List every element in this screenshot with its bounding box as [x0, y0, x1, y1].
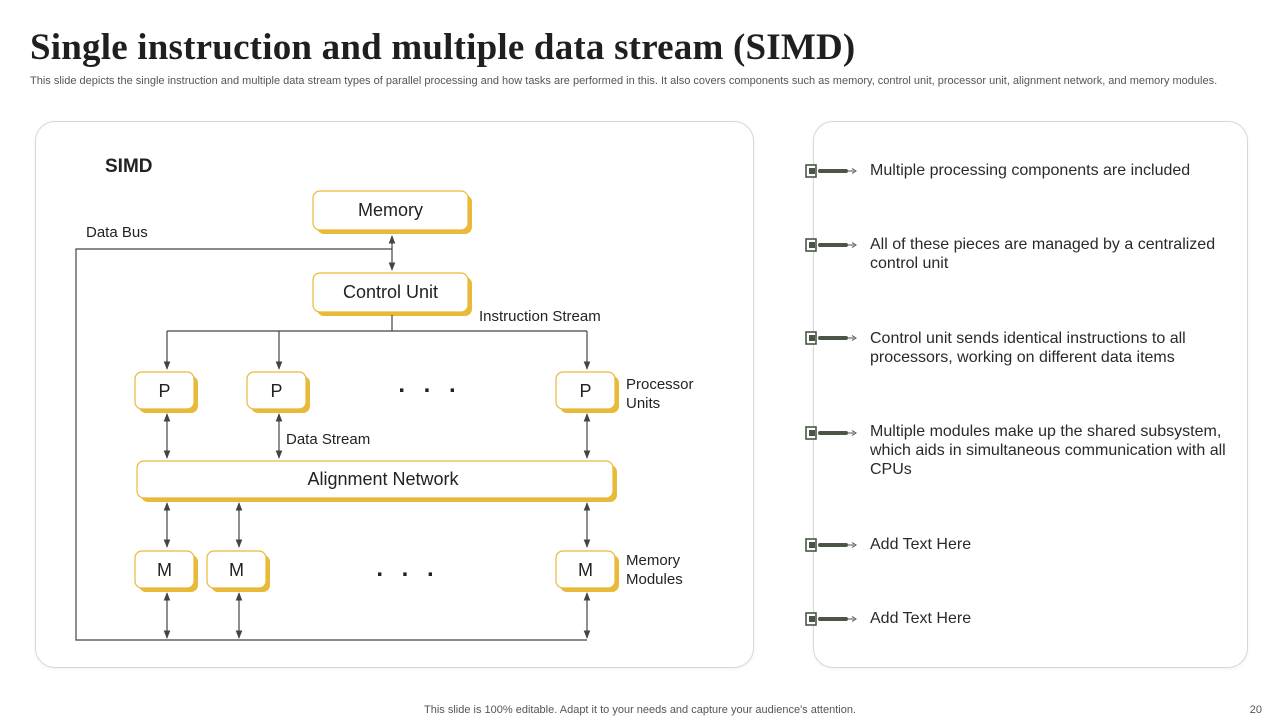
- alignment-network-box: Alignment Network: [136, 460, 617, 502]
- processor-label-1: P: [158, 381, 170, 401]
- processor-units-label-line1: Processor: [626, 376, 694, 393]
- page-number: 20: [1249, 704, 1262, 716]
- arrow-bullet-icon: [805, 538, 857, 552]
- data-stream-label: Data Stream: [286, 431, 370, 448]
- memory-module-label-2: M: [229, 560, 244, 580]
- bullet-text-4: Multiple modules make up the shared subs…: [870, 423, 1226, 478]
- diagram-heading: SIMD: [105, 156, 153, 177]
- arrow-bullet-icon: [805, 426, 857, 440]
- memory-module-box-3: M: [555, 550, 619, 592]
- processor-label-3: P: [579, 381, 591, 401]
- arrow-bullet-icon: [805, 612, 857, 626]
- arrow-bullet-icon: [805, 164, 857, 178]
- control-unit-box: Control Unit: [312, 272, 472, 316]
- bullet-text-3: Control unit sends identical instruction…: [870, 330, 1186, 366]
- memory-module-box-1: M: [134, 550, 198, 592]
- control-unit-label: Control Unit: [343, 282, 438, 302]
- instruction-stream-label: Instruction Stream: [479, 308, 601, 325]
- bullet-text-2: All of these pieces are managed by a cen…: [870, 236, 1216, 272]
- data-bus-line: [75, 248, 587, 641]
- bullet-text-6: Add Text Here: [870, 610, 972, 627]
- processor-label-2: P: [270, 381, 282, 401]
- data-bus-label: Data Bus: [86, 224, 148, 241]
- arrow-bullet-icon: [805, 331, 857, 345]
- processor-units-label-line2: Units: [626, 395, 660, 412]
- memory-box: Memory: [312, 190, 472, 234]
- bullets-panel: [813, 121, 1248, 668]
- slide-subtitle: This slide depicts the single instructio…: [30, 75, 1218, 87]
- processor-box-2: P: [246, 371, 310, 413]
- processor-ellipsis: . . .: [398, 371, 461, 398]
- slide-title: Single instruction and multiple data str…: [30, 27, 856, 68]
- arrow-bullet-icon: [805, 238, 857, 252]
- memory-modules-label-line1: Memory: [626, 552, 681, 569]
- processor-box-1: P: [134, 371, 198, 413]
- processor-box-3: P: [555, 371, 619, 413]
- memory-module-box-2: M: [206, 550, 270, 592]
- memory-module-ellipsis: . . .: [376, 555, 439, 582]
- memory-label: Memory: [358, 200, 423, 220]
- bullet-text-5: Add Text Here: [870, 536, 972, 553]
- alignment-network-label: Alignment Network: [307, 469, 459, 489]
- slide-footer: This slide is 100% editable. Adapt it to…: [424, 704, 856, 716]
- memory-module-label-3: M: [578, 560, 593, 580]
- memory-module-label-1: M: [157, 560, 172, 580]
- memory-modules-label-line2: Modules: [626, 571, 683, 588]
- bullet-text-1: Multiple processing components are inclu…: [870, 162, 1191, 179]
